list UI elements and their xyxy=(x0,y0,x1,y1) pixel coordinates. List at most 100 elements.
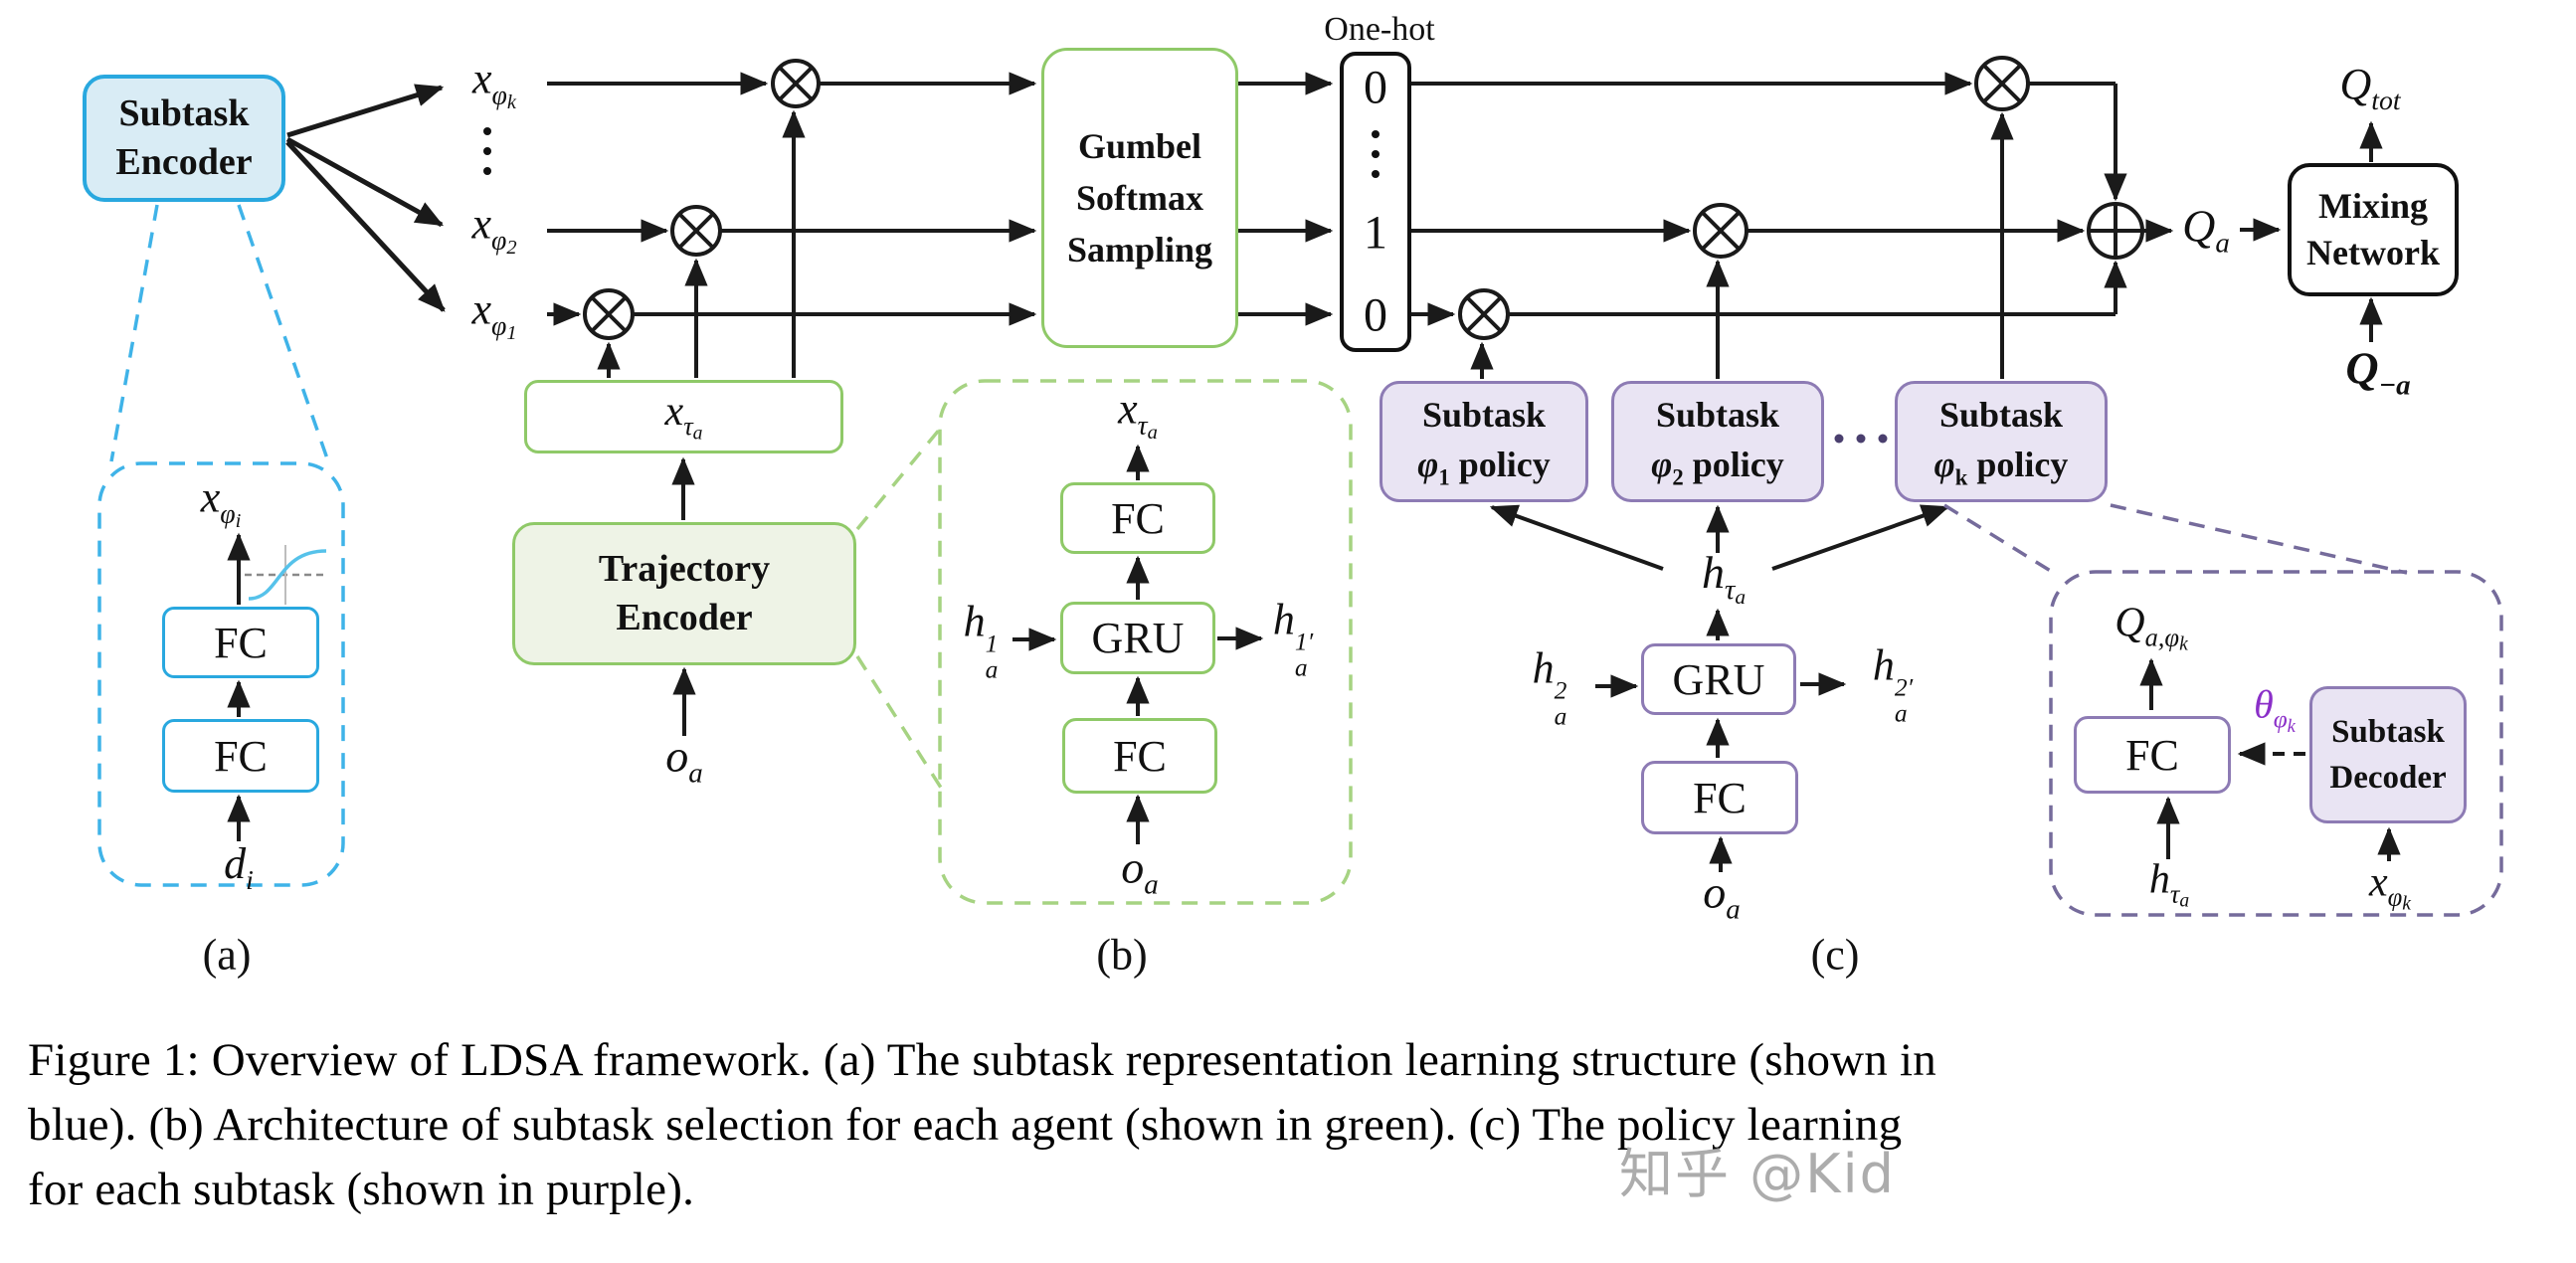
one-hot-box xyxy=(1340,52,1411,352)
subtask-encoder-line1: Subtask xyxy=(118,92,250,135)
subtask-decoder-line1: Subtask xyxy=(2331,713,2445,750)
label-x-phi-k-p: xφk xyxy=(2369,859,2411,915)
fc-a-top-label: FC xyxy=(214,618,268,667)
policy-detail-arrows xyxy=(1489,504,1950,872)
phi2-policy-line2: φ2 policy xyxy=(1651,445,1784,490)
caption-line-1: Figure 1: Overview of LDSA framework. (a… xyxy=(28,1034,1936,1086)
blue-dashed-callout xyxy=(97,204,345,887)
one-hot-value-top: 0 xyxy=(1364,61,1387,114)
phik-policy-line2: φk policy xyxy=(1933,445,2069,490)
policy-ellipsis-icon xyxy=(1834,434,1888,444)
fc-b-top-label: FC xyxy=(1111,493,1165,543)
qa-mixing-lines xyxy=(2142,120,2383,342)
otimes-nodes xyxy=(583,56,2030,340)
mixing-line2: Network xyxy=(2306,233,2440,272)
label-x-phi-i: xφi xyxy=(200,472,242,532)
trajectory-encoder-line1: Trajectory xyxy=(598,547,771,590)
subtask-decoder-box: Subtask Decoder xyxy=(2309,686,2467,823)
fc-a-bottom-box: FC xyxy=(162,719,319,793)
watermark: 知乎 @Kid xyxy=(1619,1143,1896,1205)
gumbel-line1: Gumbel xyxy=(1077,125,1201,166)
trajectory-encoder-line2: Encoder xyxy=(616,597,753,638)
label-q-neg-a: Q−a xyxy=(2345,342,2411,402)
gumbel-line3: Sampling xyxy=(1066,230,1213,271)
label-o-a-b: oa xyxy=(1121,841,1159,901)
subtask-encoder-line2: Encoder xyxy=(115,141,253,183)
caption-line-3: for each subtask (shown in purple). xyxy=(28,1164,695,1215)
label-x-tau-a-b: xτa xyxy=(1118,384,1158,444)
otimes-a xyxy=(771,59,821,108)
gru-c-box: GRU xyxy=(1641,643,1796,715)
mixing-line1: Mixing xyxy=(2317,186,2428,227)
subtask-decoder-line2: Decoder xyxy=(2329,760,2447,796)
green-detail-arrows xyxy=(1012,444,1264,844)
phi1-policy-line2: φ1 policy xyxy=(1417,445,1551,490)
phi2-policy-line1: Subtask xyxy=(1655,394,1780,435)
subtask-phi2-policy-box: Subtask φ2 policy xyxy=(1611,381,1824,502)
panel-label-a: (a) xyxy=(202,930,252,980)
label-x-phi-k: xφk xyxy=(472,54,516,113)
fc-c-box: FC xyxy=(1641,761,1798,834)
label-x-phi-2: xφ2 xyxy=(471,199,517,259)
fc-decoder-label: FC xyxy=(2125,730,2179,780)
label-q-tot: Qtot xyxy=(2339,60,2401,115)
label-x-tau-a-main: xτa xyxy=(664,389,703,445)
subtask-phi1-policy-box: Subtask φ1 policy xyxy=(1380,381,1588,502)
label-q-a-phi-k: Qa,φk xyxy=(2115,600,2188,655)
gumbel-softmax-box: Gumbel Softmax Sampling xyxy=(1041,48,1238,348)
decoder-detail-arrows xyxy=(2139,657,2401,861)
fc-b-bottom-label: FC xyxy=(1113,731,1167,781)
fc-decoder-box: FC xyxy=(2074,716,2231,794)
otimes-b xyxy=(670,205,722,257)
label-q-a: Qa xyxy=(2182,200,2230,260)
otimes-low-right xyxy=(1458,288,1510,340)
one-hot-ellipsis-icon xyxy=(1372,130,1380,178)
label-h-tau-a-c: hτa xyxy=(1701,547,1747,609)
gumbel-line2: Softmax xyxy=(1076,177,1203,218)
green-dashed-callout xyxy=(855,379,1353,905)
label-x-phi-1: xφ1 xyxy=(471,284,517,344)
one-hot-value-bot: 0 xyxy=(1364,288,1387,342)
otimes-mid-right xyxy=(1693,203,1748,259)
fc-c-label: FC xyxy=(1693,773,1747,822)
row1-lines xyxy=(547,72,2127,202)
otimes-top-right xyxy=(1974,56,2030,111)
label-theta-phi-k: θφk xyxy=(2254,681,2296,737)
x-phi-ellipsis-icon xyxy=(483,127,491,175)
x-tau-vector-box: xτa xyxy=(524,380,843,453)
fc-b-top-box: FC xyxy=(1060,482,1215,554)
encoder-fan-arrows xyxy=(285,84,446,312)
purple-dashed-callout xyxy=(1943,503,2503,917)
mixing-network-box: Mixing Network xyxy=(2288,163,2459,296)
caption-line-2: blue). (b) Architecture of subtask selec… xyxy=(28,1099,1903,1151)
label-h-tau-a-p: hτa xyxy=(2148,856,2190,912)
otimes-c xyxy=(583,288,635,340)
oplus-node xyxy=(2087,202,2144,260)
panel-label-b: (b) xyxy=(1096,930,1148,980)
fc-b-bottom-box: FC xyxy=(1062,718,1217,794)
phi1-policy-line1: Subtask xyxy=(1421,394,1547,435)
trajectory-encoder-box: Trajectory Encoder xyxy=(512,522,856,665)
policy-up-lines xyxy=(1470,111,2014,379)
panel-label-c: (c) xyxy=(1810,930,1860,980)
label-o-a-c: oa xyxy=(1703,866,1741,926)
one-hot-label: One-hot xyxy=(1324,11,1435,48)
label-d-i: di xyxy=(224,839,254,895)
gru-b-box: GRU xyxy=(1060,602,1215,674)
fc-a-bottom-label: FC xyxy=(214,731,268,781)
phik-policy-line1: Subtask xyxy=(1938,394,2064,435)
trajectory-column-arrows xyxy=(671,456,696,736)
figure-caption: Figure 1: Overview of LDSA framework. (a… xyxy=(28,1028,2564,1222)
xtau-up-lines xyxy=(597,109,806,378)
subtask-phik-policy-box: Subtask φk policy xyxy=(1895,381,2108,502)
one-hot-value-mid: 1 xyxy=(1364,206,1387,260)
gru-b-label: GRU xyxy=(1091,614,1185,662)
label-o-a-left: oa xyxy=(665,730,703,790)
fc-a-top-box: FC xyxy=(162,607,319,678)
